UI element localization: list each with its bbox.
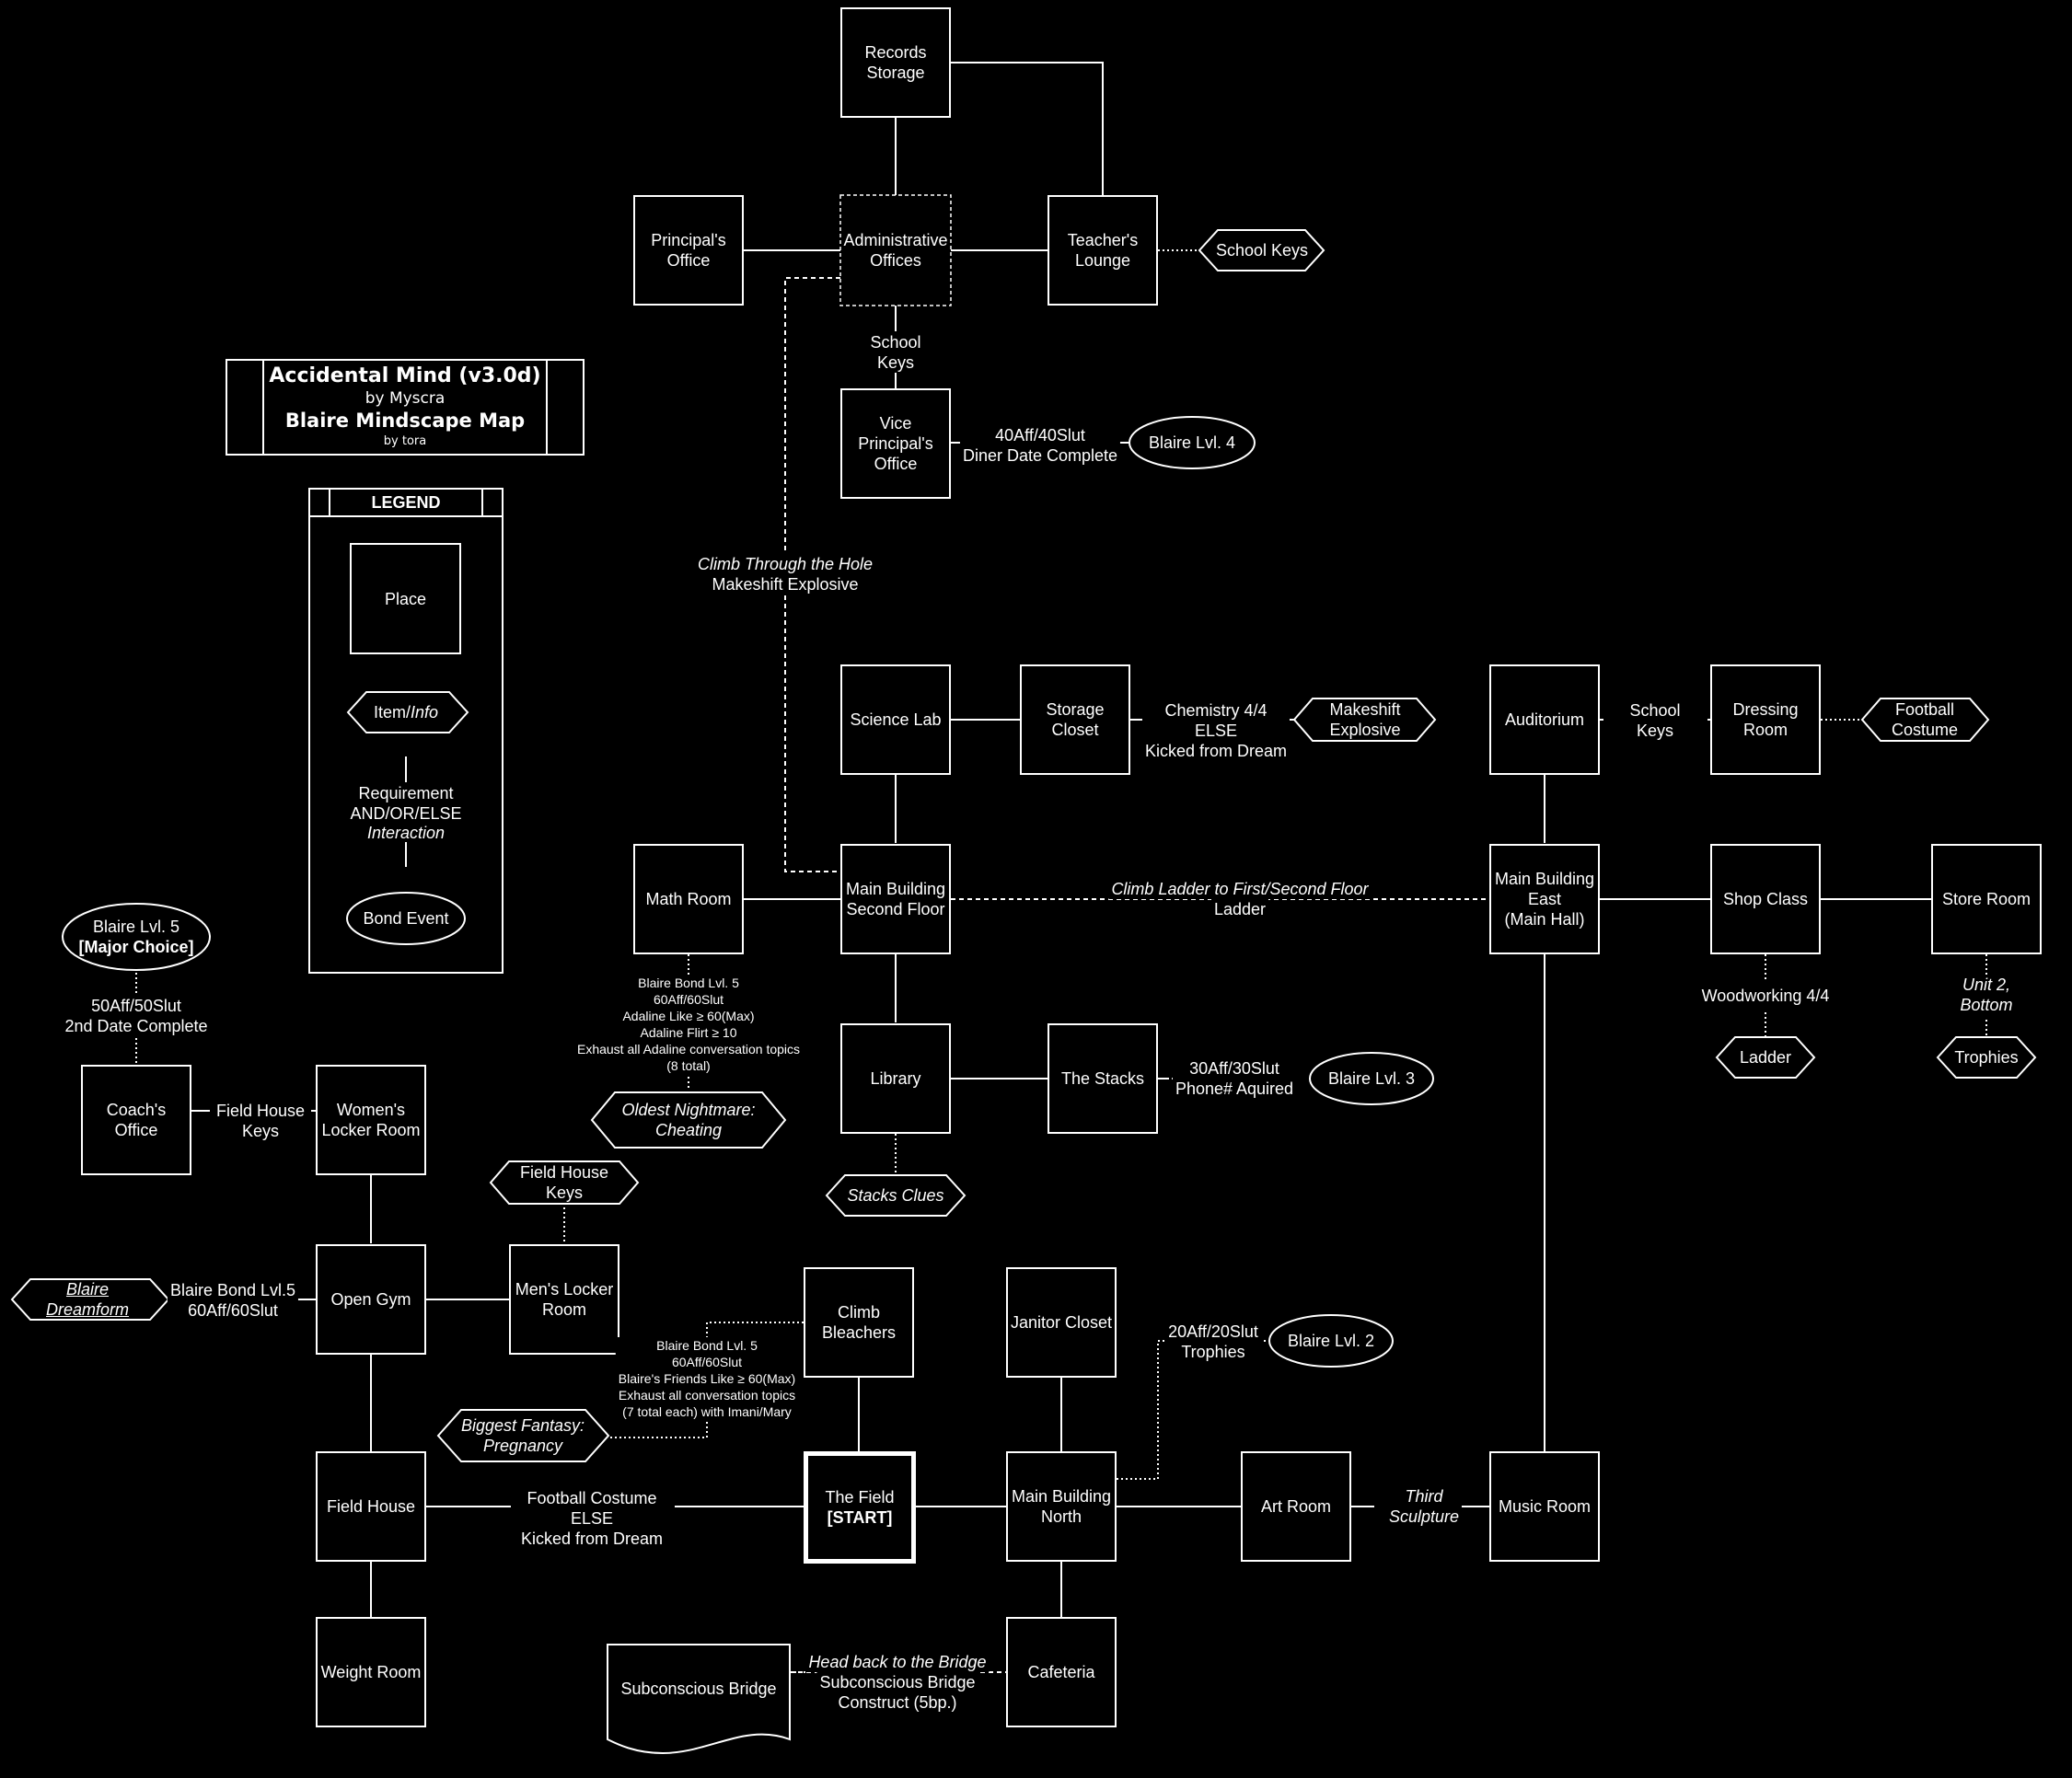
req-field-house-keys: Field House Keys: [213, 1101, 308, 1141]
room-the-field-start[interactable]: The Field [START]: [804, 1451, 916, 1564]
legend-interaction: Interaction: [366, 824, 446, 842]
bond-blaire-lvl-4[interactable]: Blaire Lvl. 4: [1148, 433, 1236, 452]
room-climb-bleachers[interactable]: Climb Bleachers: [804, 1267, 914, 1378]
req-third-sculpture: Third Sculpture: [1385, 1486, 1463, 1527]
room-open-gym[interactable]: Open Gym: [316, 1244, 426, 1355]
bond-major-choice: [Major Choice]: [78, 938, 194, 956]
req-makeshift-explosive: Makeshift Explosive: [709, 574, 862, 595]
item-oldest-nightmare[interactable]: Oldest Nightmare: Cheating: [621, 1101, 756, 1139]
req-bridge-construct: Subconscious Bridge Construct (5bp.): [816, 1672, 978, 1713]
room-shop-class[interactable]: Shop Class: [1710, 844, 1821, 954]
req-football-costume: Football Costume ELSE Kicked from Dream: [517, 1488, 666, 1549]
item-blaire-dreamform[interactable]: Blaire Dreamform: [45, 1280, 130, 1319]
req-woodworking: Woodworking 4/4: [1698, 986, 1833, 1006]
room-teachers-lounge[interactable]: Teacher's Lounge: [1048, 195, 1158, 306]
item-field-house-keys[interactable]: Field House Keys: [519, 1163, 609, 1202]
title-map: Blaire Mindscape Map: [284, 410, 526, 432]
room-cafeteria[interactable]: Cafeteria: [1006, 1617, 1117, 1727]
bond-blaire-lvl-5[interactable]: Blaire Lvl. 5 [Major Choice]: [78, 917, 193, 957]
req-stacks: 30Aff/30Slut Phone# Aquired: [1172, 1058, 1297, 1099]
req-open-gym: Blaire Bond Lvl.5 60Aff/60Slut: [167, 1280, 299, 1321]
item-makeshift-explosive[interactable]: Makeshift Explosive: [1329, 700, 1401, 739]
legend-bond-event: Bond Event: [363, 909, 449, 928]
the-field-label: The Field: [825, 1488, 895, 1507]
room-mens-locker-room[interactable]: Men's Locker Room: [509, 1244, 619, 1355]
legend: LEGEND: [308, 488, 504, 974]
item-school-keys[interactable]: School Keys: [1215, 241, 1309, 260]
room-main-building-second-floor[interactable]: Main Building Second Floor: [840, 844, 951, 954]
item-biggest-fantasy[interactable]: Biggest Fantasy: Pregnancy: [460, 1416, 585, 1455]
room-auditorium[interactable]: Auditorium: [1489, 664, 1600, 775]
req-ladder: Ladder: [1210, 899, 1269, 919]
legend-place: Place: [350, 543, 461, 654]
room-main-building-north[interactable]: Main Building North: [1006, 1451, 1117, 1562]
req-vice-principal: 40Aff/40Slut Diner Date Complete: [959, 425, 1121, 466]
room-science-lab[interactable]: Science Lab: [840, 664, 951, 775]
room-womens-locker-room[interactable]: Women's Locker Room: [316, 1065, 426, 1175]
req-climb-bleachers: Blaire Bond Lvl. 5 60Aff/60Slut Blaire's…: [615, 1337, 799, 1420]
room-art-room[interactable]: Art Room: [1241, 1451, 1351, 1562]
bond-blaire-lvl-3[interactable]: Blaire Lvl. 3: [1327, 1069, 1416, 1088]
room-music-room[interactable]: Music Room: [1489, 1451, 1600, 1562]
legend-item-info: Item/Info: [373, 703, 439, 722]
room-coaches-office[interactable]: Coach's Office: [81, 1065, 191, 1175]
bond-lvl-5-label: Blaire Lvl. 5: [92, 918, 180, 936]
item-ladder[interactable]: Ladder: [1739, 1048, 1792, 1067]
room-vice-principals-office[interactable]: Vice Principal's Office: [840, 388, 951, 499]
legend-requirement: Requirement AND/OR/ELSE: [350, 784, 462, 823]
room-math-room[interactable]: Math Room: [633, 844, 744, 954]
req-math-room: Blaire Bond Lvl. 5 60Aff/60Slut Adaline …: [573, 975, 804, 1074]
room-principals-office[interactable]: Principal's Office: [633, 195, 744, 306]
req-coaches-office: 50Aff/50Slut 2nd Date Complete: [62, 996, 211, 1036]
room-library[interactable]: Library: [840, 1023, 951, 1134]
req-head-back-bridge: Head back to the Bridge: [805, 1652, 990, 1672]
room-store-room[interactable]: Store Room: [1931, 844, 2042, 954]
item-stacks-clues[interactable]: Stacks Clues: [847, 1186, 944, 1205]
title-credit: by tora: [383, 434, 427, 448]
item-football-costume[interactable]: Football Costume: [1891, 700, 1959, 739]
legend-heading: LEGEND: [310, 490, 502, 517]
req-school-keys-admin: School Keys: [867, 332, 924, 373]
room-the-stacks[interactable]: The Stacks: [1048, 1023, 1158, 1134]
room-field-house[interactable]: Field House: [316, 1451, 426, 1562]
room-weight-room[interactable]: Weight Room: [316, 1617, 426, 1727]
start-badge: [START]: [827, 1508, 893, 1527]
title-block: Accidental Mind (v3.0d) by Myscra Blaire…: [226, 359, 585, 456]
item-trophies[interactable]: Trophies: [1954, 1048, 2019, 1067]
title-author: by Myscra: [365, 389, 446, 408]
req-climb-hole: Climb Through the Hole: [694, 554, 876, 574]
req-janitor-closet: 20Aff/20Slut Trophies: [1165, 1322, 1261, 1362]
room-administrative-offices[interactable]: Administrative Offices: [843, 231, 948, 270]
req-chemistry: Chemistry 4/4 ELSE Kicked from Dream: [1141, 700, 1291, 761]
bond-blaire-lvl-2[interactable]: Blaire Lvl. 2: [1287, 1332, 1375, 1350]
title-main: Accidental Mind (v3.0d): [269, 364, 541, 387]
room-records-storage[interactable]: Records Storage: [840, 7, 951, 118]
room-dressing-room[interactable]: Dressing Room: [1710, 664, 1821, 775]
req-unit-2: Unit 2, Bottom: [1957, 975, 2016, 1015]
room-janitor-closet[interactable]: Janitor Closet: [1006, 1267, 1117, 1378]
req-climb-ladder: Climb Ladder to First/Second Floor: [1108, 879, 1372, 899]
room-subconscious-bridge[interactable]: Subconscious Bridge: [620, 1679, 777, 1698]
req-school-keys-auditorium: School Keys: [1626, 700, 1684, 741]
room-storage-closet[interactable]: Storage Closet: [1020, 664, 1130, 775]
room-main-building-east[interactable]: Main Building East (Main Hall): [1489, 844, 1600, 954]
